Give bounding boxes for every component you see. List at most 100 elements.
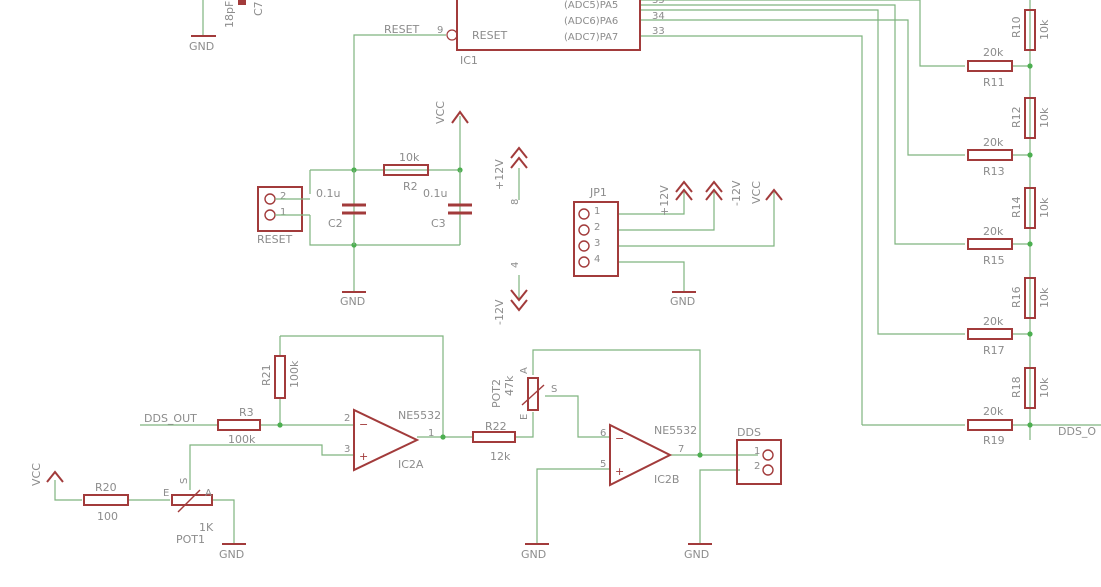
r18-label: R18 bbox=[1010, 376, 1023, 398]
r11-label: R11 bbox=[983, 76, 1005, 89]
resistor-r21: R21 100k bbox=[260, 355, 301, 399]
r13-value: 20k bbox=[983, 136, 1004, 149]
ic2b-pin6: 6 bbox=[600, 428, 606, 439]
jp1-pin2: 2 bbox=[594, 222, 600, 233]
ic2a-name: IC2A bbox=[398, 458, 424, 471]
ic1-pa7: (ADC7)PA7 bbox=[564, 32, 618, 43]
jp1-power-symbols: +12V -12V VCC bbox=[658, 180, 783, 216]
ic2b-pin7: 7 bbox=[678, 444, 684, 455]
cap-c7-label: C7 bbox=[252, 1, 265, 16]
gnd-label: GND bbox=[670, 295, 695, 308]
resistor-r22: R22 12k bbox=[472, 420, 516, 463]
gnd-label: GND bbox=[189, 40, 214, 53]
c2-value: 0.1u bbox=[316, 187, 340, 200]
junction-dot bbox=[697, 452, 703, 458]
opamp-ic2b: − + NE5532 IC2B 6 5 7 bbox=[600, 423, 697, 487]
junction-dot bbox=[1027, 331, 1033, 337]
pot2-value: 47k bbox=[503, 375, 516, 396]
junctions bbox=[277, 63, 1033, 458]
c3-label: C3 bbox=[431, 217, 446, 230]
r21-label: R21 bbox=[260, 364, 273, 386]
pot2-e: E bbox=[519, 414, 530, 420]
ic1-pin35: 35 bbox=[652, 0, 665, 6]
jp1-plus12: +12V bbox=[658, 185, 671, 216]
c2-label: C2 bbox=[328, 217, 343, 230]
r17-label: R17 bbox=[983, 344, 1005, 357]
ic1-pa6: (ADC6)PA6 bbox=[564, 16, 618, 27]
ic1-pin34: 34 bbox=[652, 11, 665, 22]
dds-label: DDS bbox=[737, 426, 761, 439]
jp1-label: JP1 bbox=[589, 186, 607, 199]
r22-label: R22 bbox=[485, 420, 507, 433]
pot1-e: E bbox=[163, 488, 169, 499]
pot2-a: A bbox=[519, 367, 530, 374]
r12-label: R12 bbox=[1010, 106, 1023, 128]
r20-label: R20 bbox=[95, 481, 117, 494]
junction-dot bbox=[1027, 241, 1033, 247]
junction-dot bbox=[1027, 422, 1033, 428]
r3-value: 100k bbox=[228, 433, 256, 446]
pot2-name: POT2 bbox=[490, 379, 503, 408]
ic1-pa5: (ADC5)PA5 bbox=[564, 0, 618, 11]
r14-label: R14 bbox=[1010, 196, 1023, 218]
r19-label: R19 bbox=[983, 434, 1005, 447]
wires bbox=[54, 0, 1101, 544]
ic2a-plus: + bbox=[359, 450, 368, 463]
gnd-symbol-top: GND bbox=[189, 35, 216, 53]
power-pin4: 4 bbox=[510, 262, 521, 268]
r18-value: 10k bbox=[1038, 377, 1051, 398]
pot1-s: S bbox=[179, 478, 190, 484]
ic2b-plus: + bbox=[615, 465, 624, 478]
junction-dot bbox=[440, 434, 446, 440]
capacitor-c2: 0.1u C2 bbox=[316, 170, 366, 245]
ic2b-part: NE5532 bbox=[654, 424, 697, 437]
ic2a-pin1: 1 bbox=[428, 428, 434, 439]
r2-label: R2 bbox=[403, 180, 418, 193]
r10-label: R10 bbox=[1010, 16, 1023, 38]
vcc-label: VCC bbox=[434, 101, 447, 124]
ic2a-part: NE5532 bbox=[398, 409, 441, 422]
reset-connector: 2 1 RESET bbox=[257, 186, 310, 246]
ic2b-name: IC2B bbox=[654, 473, 679, 486]
cap-c7: 18pF C7 bbox=[223, 0, 265, 28]
power-pins: +12V 8 4 -12V bbox=[493, 146, 528, 325]
ic2a-pin2: 2 bbox=[344, 413, 350, 424]
ic1-pin9: 9 bbox=[437, 25, 443, 36]
pot1-value: 1K bbox=[199, 521, 214, 534]
gnd-label: GND bbox=[219, 548, 244, 561]
reset-conn-label: RESET bbox=[257, 233, 293, 246]
r10-value: 10k bbox=[1038, 19, 1051, 40]
junction-dot bbox=[277, 422, 283, 428]
r19-value: 20k bbox=[983, 405, 1004, 418]
cap-c7-value: 18pF bbox=[223, 1, 236, 28]
jp1-vcc: VCC bbox=[750, 181, 763, 204]
gnd-symbol-c2: GND bbox=[340, 291, 366, 308]
vcc-label: VCC bbox=[30, 463, 43, 486]
ic1: RESET IC1 9 (ADC5)PA5 (ADC6)PA6 (ADC7)PA… bbox=[437, 0, 665, 67]
c3-value: 0.1u bbox=[423, 187, 447, 200]
pot1-name: POT1 bbox=[176, 533, 205, 546]
reset-net-label: RESET bbox=[384, 23, 420, 36]
dds-connector: 1 2 DDS bbox=[736, 426, 782, 485]
ic1-pin33: 33 bbox=[652, 26, 665, 37]
r15-label: R15 bbox=[983, 254, 1005, 267]
dds-pin2: 2 bbox=[754, 461, 760, 472]
capacitor-c3: 0.1u C3 bbox=[423, 170, 472, 245]
r17-value: 20k bbox=[983, 315, 1004, 328]
reset-conn-pin2: 2 bbox=[280, 191, 286, 202]
vcc-symbol-r20: VCC bbox=[30, 463, 64, 486]
jp1-connector: 1 2 3 4 JP1 bbox=[573, 186, 619, 277]
r13-label: R13 bbox=[983, 165, 1005, 178]
ic2b-minus: − bbox=[615, 432, 624, 445]
opamp-ic2a: − + NE5532 IC2A 2 3 1 bbox=[344, 408, 441, 472]
ic1-label: IC1 bbox=[460, 54, 478, 67]
resistor-r20: R20 100 bbox=[83, 481, 129, 523]
junction-dot bbox=[1027, 152, 1033, 158]
reset-conn-pin1: 1 bbox=[280, 207, 286, 218]
gnd-symbol-dds: GND bbox=[684, 543, 712, 561]
gnd-symbol-jp1: GND bbox=[670, 291, 696, 308]
dds-out-input-label: DDS_OUT bbox=[144, 412, 197, 425]
vcc-symbol-r2: VCC bbox=[434, 101, 469, 124]
dds-out-net-label: DDS_O bbox=[1058, 425, 1096, 438]
